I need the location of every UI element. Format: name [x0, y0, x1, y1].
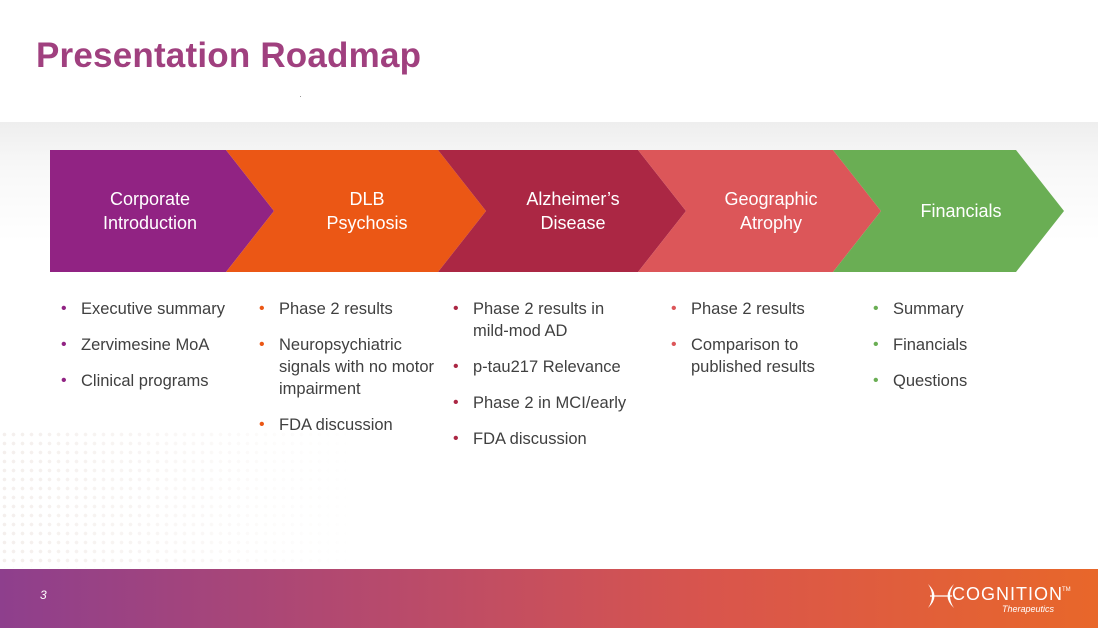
list-item: FDA discussion	[451, 428, 641, 450]
list-item: Questions	[871, 370, 1031, 392]
list-item: FDA discussion	[257, 414, 439, 436]
chevron-stage-5[interactable]	[833, 150, 1064, 272]
list-item: Comparison to published results	[669, 334, 849, 378]
chevron-stage-3[interactable]	[438, 150, 686, 272]
list-item: Phase 2 results	[669, 298, 849, 320]
chevron-stage-4[interactable]	[638, 150, 881, 272]
page-number: 3	[40, 588, 47, 602]
stage-5-bullets: Summary Financials Questions	[871, 298, 1031, 406]
list-item: Summary	[871, 298, 1031, 320]
list-item: p-tau217 Relevance	[451, 356, 641, 378]
list-item: Zervimesine MoA	[59, 334, 249, 356]
decorative-dot	[300, 96, 301, 97]
company-logo: COGNITION TM Therapeutics	[926, 579, 1076, 619]
cognition-x-icon	[928, 584, 954, 608]
list-item: Neuropsychiatric signals with no motor i…	[257, 334, 439, 400]
list-item: Phase 2 results	[257, 298, 439, 320]
footer-bar	[0, 569, 1098, 628]
list-item: Financials	[871, 334, 1031, 356]
page-title: Presentation Roadmap	[36, 36, 422, 75]
stage-2-bullets: Phase 2 results Neuropsychiatric signals…	[257, 298, 439, 450]
stage-5-label[interactable]: Financials	[920, 201, 1002, 221]
list-item: Phase 2 results in mild-mod AD	[451, 298, 641, 342]
stage-4-bullets: Phase 2 results Comparison to published …	[669, 298, 849, 392]
list-item: Executive summary	[59, 298, 249, 320]
list-item: Phase 2 in MCI/early	[451, 392, 641, 414]
logo-wordmark: COGNITION	[952, 584, 1063, 604]
decorative-dot-pattern	[0, 430, 420, 568]
stage-1-bullets: Executive summary Zervimesine MoA Clinic…	[59, 298, 249, 406]
stage-3-bullets: Phase 2 results in mild-mod AD p-tau217 …	[451, 298, 641, 464]
list-item: Clinical programs	[59, 370, 249, 392]
chevron-stage-2[interactable]	[226, 150, 486, 272]
logo-trademark: TM	[1062, 587, 1071, 593]
logo-subtitle: Therapeutics	[1002, 604, 1055, 614]
chevron-stage-1[interactable]	[50, 150, 274, 272]
